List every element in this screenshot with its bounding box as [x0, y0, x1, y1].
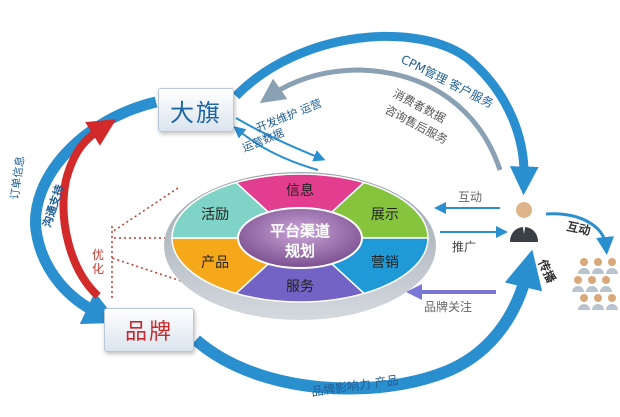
- label-spread: 传播: [535, 256, 560, 286]
- label-optimize: 优化: [92, 248, 105, 276]
- wheel-segment-label: 信息: [286, 182, 314, 199]
- arrow-crowd-interact: [545, 212, 615, 255]
- node-daqi: 大旗: [158, 88, 234, 132]
- label-brand-influence: 品牌影响力 产品: [310, 372, 399, 399]
- arrow-brand-influence: [192, 249, 543, 395]
- label-interact: 互动: [458, 190, 483, 204]
- label-brand-follow: 品牌关注: [424, 300, 473, 314]
- arrow-ops-data: [233, 126, 319, 171]
- wheel-segment-label: 服务: [286, 279, 314, 295]
- wheel-segment-label: 产品: [201, 255, 229, 271]
- label-interact-right: 互动: [565, 219, 591, 238]
- wheel-segment-label: 展示: [371, 207, 399, 223]
- person-icon: [510, 202, 538, 242]
- arrow-cpm-loop: [232, 31, 539, 196]
- center-title-line1: 平台渠道: [270, 222, 330, 240]
- wheel-center: [237, 207, 363, 269]
- arrow-consumer-data: [259, 67, 503, 171]
- node-pinpai: 品牌: [104, 308, 194, 352]
- center-title-line2: 规划: [285, 242, 315, 260]
- crowd-icon: [572, 258, 618, 310]
- arrow-comm-support: [59, 119, 117, 299]
- label-promote: 推广: [452, 240, 477, 254]
- label-dev-ops: 开发维护 运营: [254, 96, 324, 135]
- arrow-dev-ops: [235, 117, 326, 162]
- optimize-links: [111, 187, 215, 300]
- wheel-segment-label: 营销: [371, 255, 399, 271]
- wheel-segment-label: 活励: [201, 207, 229, 223]
- label-order-info: 订单信息: [7, 155, 27, 201]
